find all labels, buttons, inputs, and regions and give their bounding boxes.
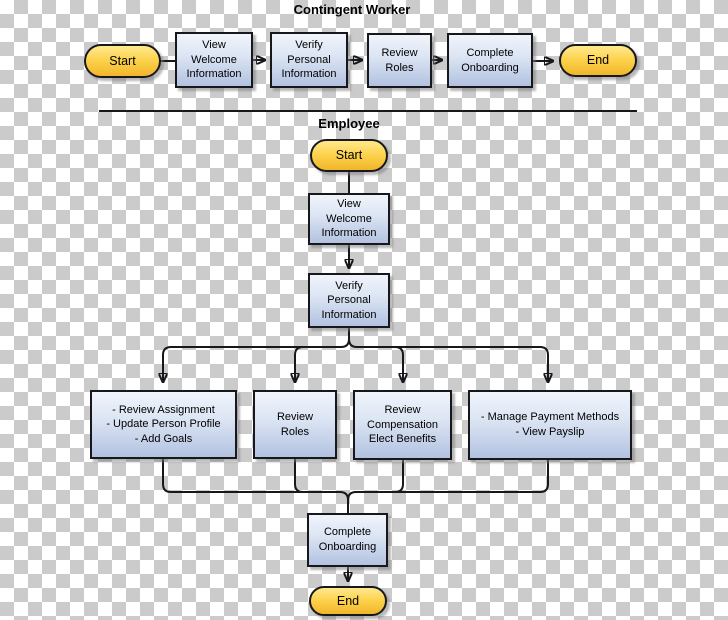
emp-start-terminator: Start bbox=[310, 139, 388, 172]
cw-complete-onboarding-box: Complete Onboarding bbox=[447, 33, 533, 88]
cw-end-terminator: End bbox=[559, 44, 637, 77]
emp-view-welcome-box: View Welcome Information bbox=[308, 193, 390, 245]
emp-verify-personal-box: Verify Personal Information bbox=[308, 273, 390, 328]
cw-verify-personal-box: Verify Personal Information bbox=[270, 32, 348, 88]
emp-review-roles-box: Review Roles bbox=[253, 390, 337, 459]
lane-title-contingent-worker: Contingent Worker bbox=[293, 2, 411, 17]
emp-review-assignment-box: - Review Assignment - Update Person Prof… bbox=[90, 390, 237, 459]
emp-complete-onboarding-box: Complete Onboarding bbox=[307, 513, 388, 567]
emp-end-terminator: End bbox=[309, 586, 387, 616]
cw-view-welcome-box: View Welcome Information bbox=[175, 32, 253, 88]
emp-manage-payment-box: - Manage Payment Methods - View Payslip bbox=[468, 390, 632, 460]
cw-review-roles-box: Review Roles bbox=[367, 33, 432, 88]
cw-start-terminator: Start bbox=[84, 44, 161, 78]
emp-review-compensation-box: Review Compensation Elect Benefits bbox=[353, 390, 452, 460]
employee-connectors bbox=[163, 170, 548, 581]
contingent-worker-connectors bbox=[158, 60, 553, 61]
lane-title-employee: Employee bbox=[318, 116, 380, 131]
